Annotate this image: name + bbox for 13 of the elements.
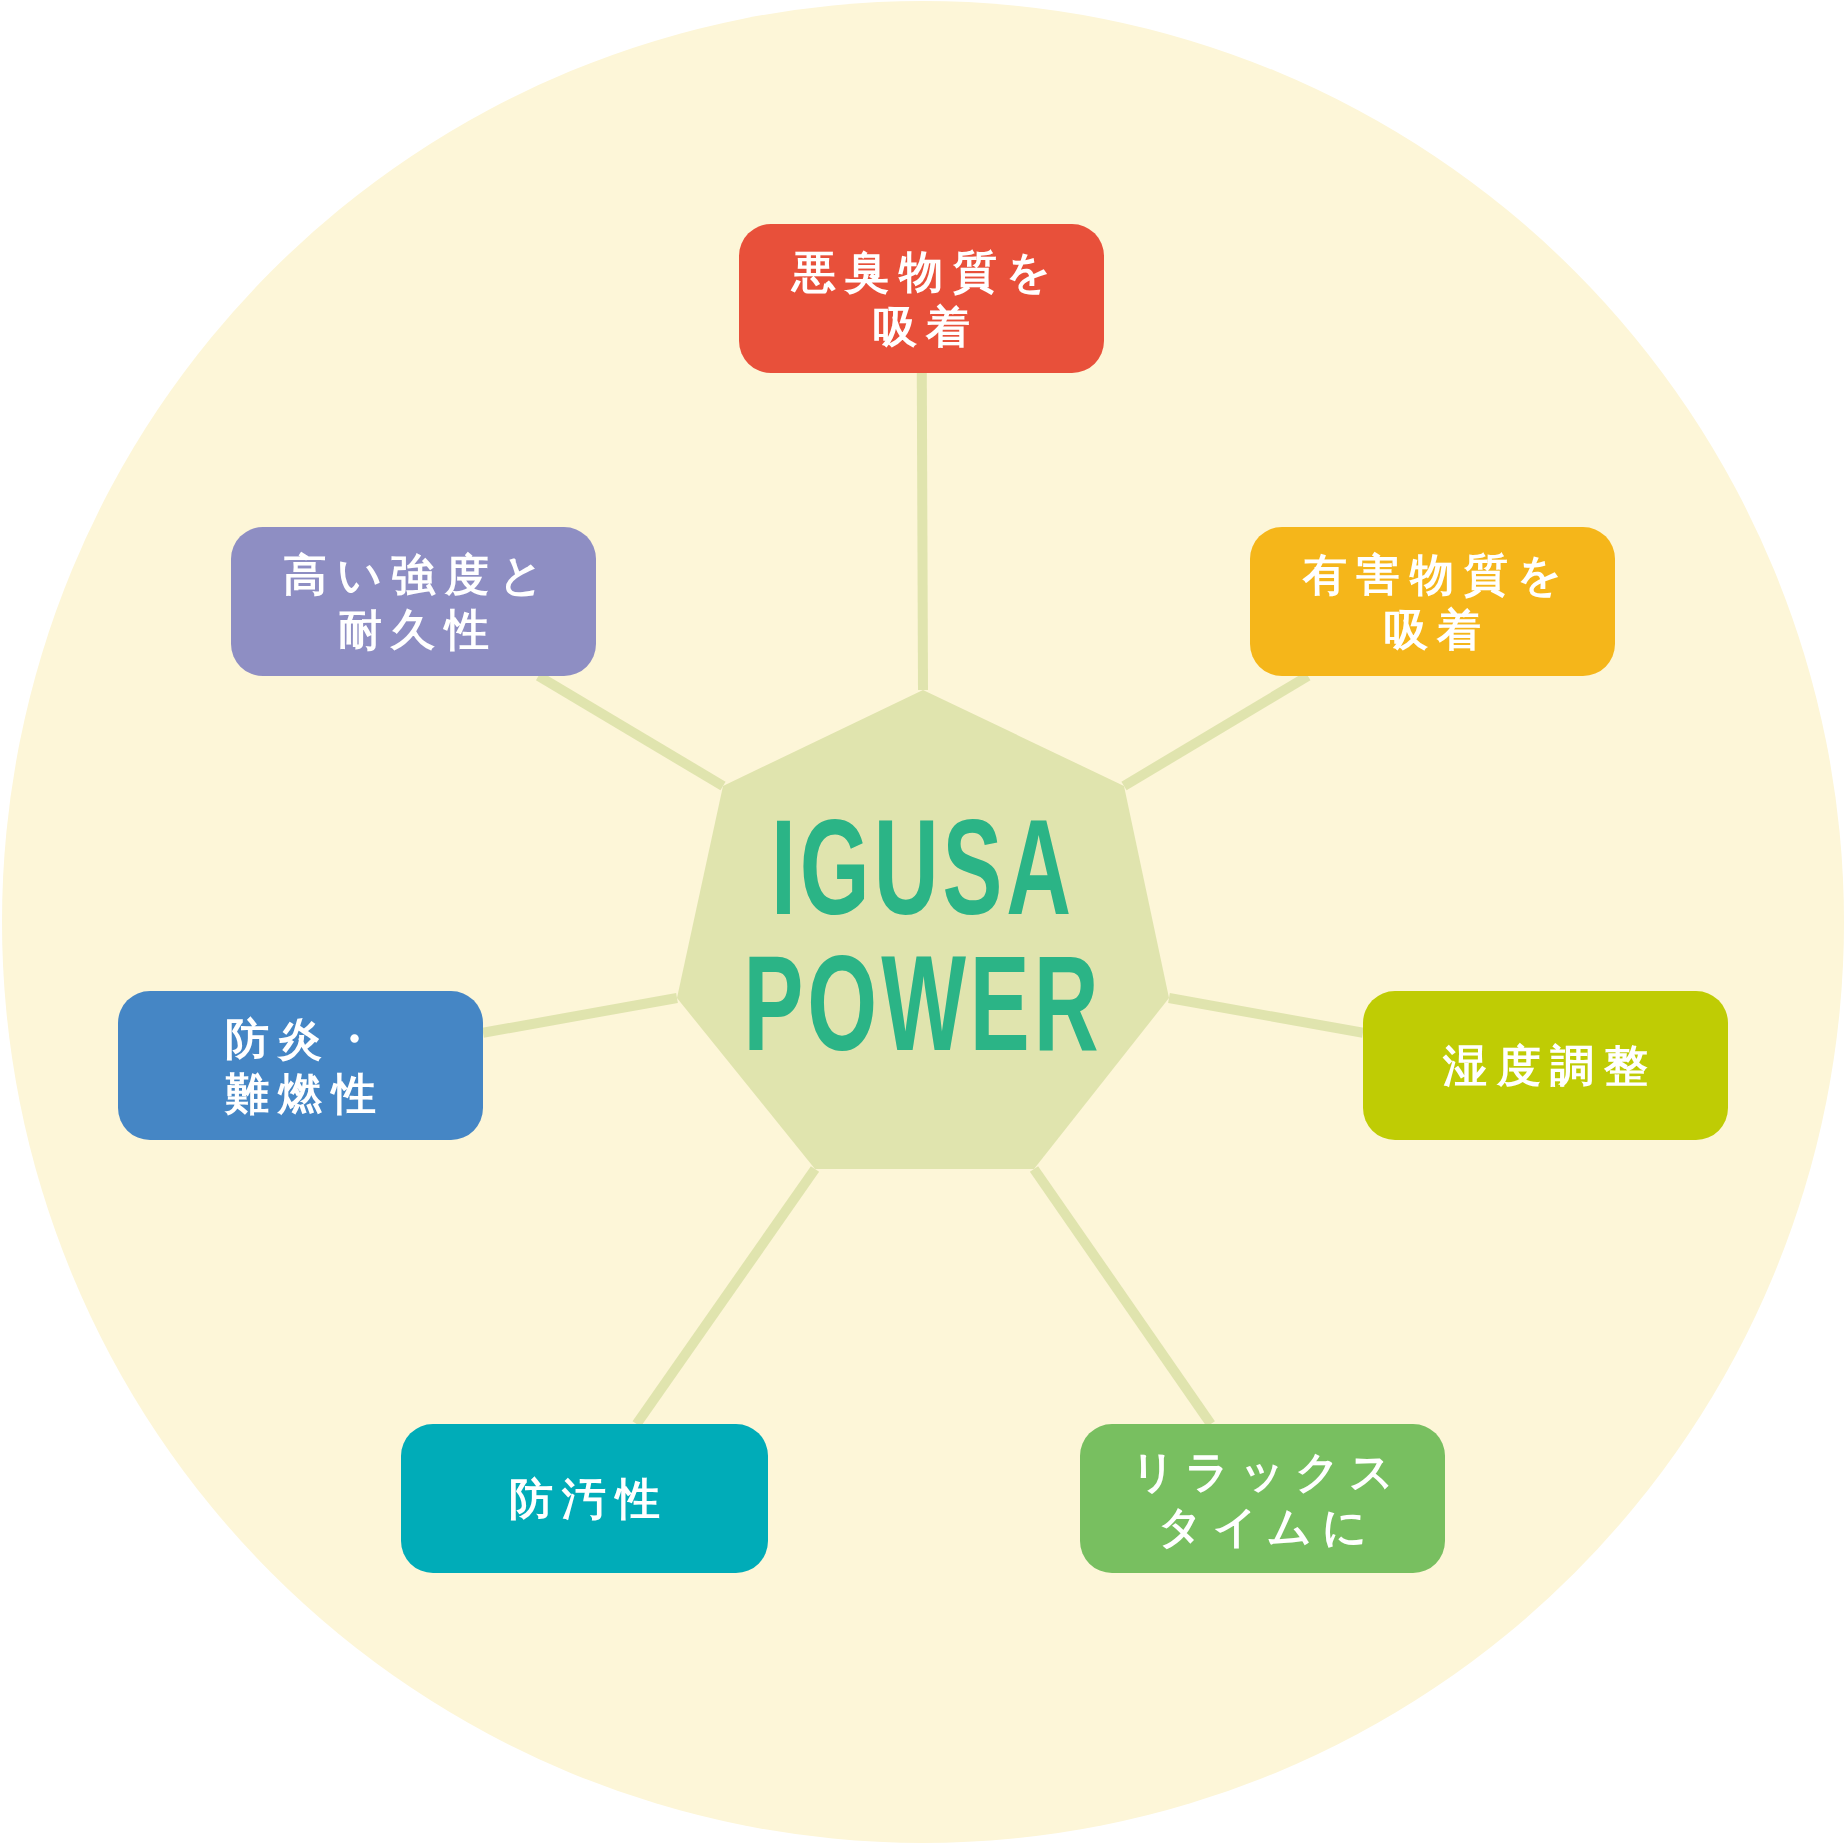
connector-line bbox=[482, 993, 678, 1038]
connector-line bbox=[916, 373, 928, 690]
feature-box: リラックスタイムに bbox=[1080, 1424, 1445, 1573]
feature-box: 悪臭物質を吸着 bbox=[739, 224, 1104, 373]
feature-box: 有害物質を吸着 bbox=[1250, 527, 1615, 676]
title-text: IGUSA POWER bbox=[742, 798, 1104, 1071]
feature-box: 高い強度と耐久性 bbox=[231, 527, 596, 676]
feature-box: 防炎・難燃性 bbox=[118, 991, 483, 1140]
connector-line bbox=[1029, 1166, 1215, 1427]
connector-line bbox=[1168, 993, 1364, 1038]
connector-line bbox=[632, 1166, 820, 1427]
feature-box: 防汚性 bbox=[401, 1424, 768, 1573]
feature-box: 湿度調整 bbox=[1363, 991, 1728, 1140]
